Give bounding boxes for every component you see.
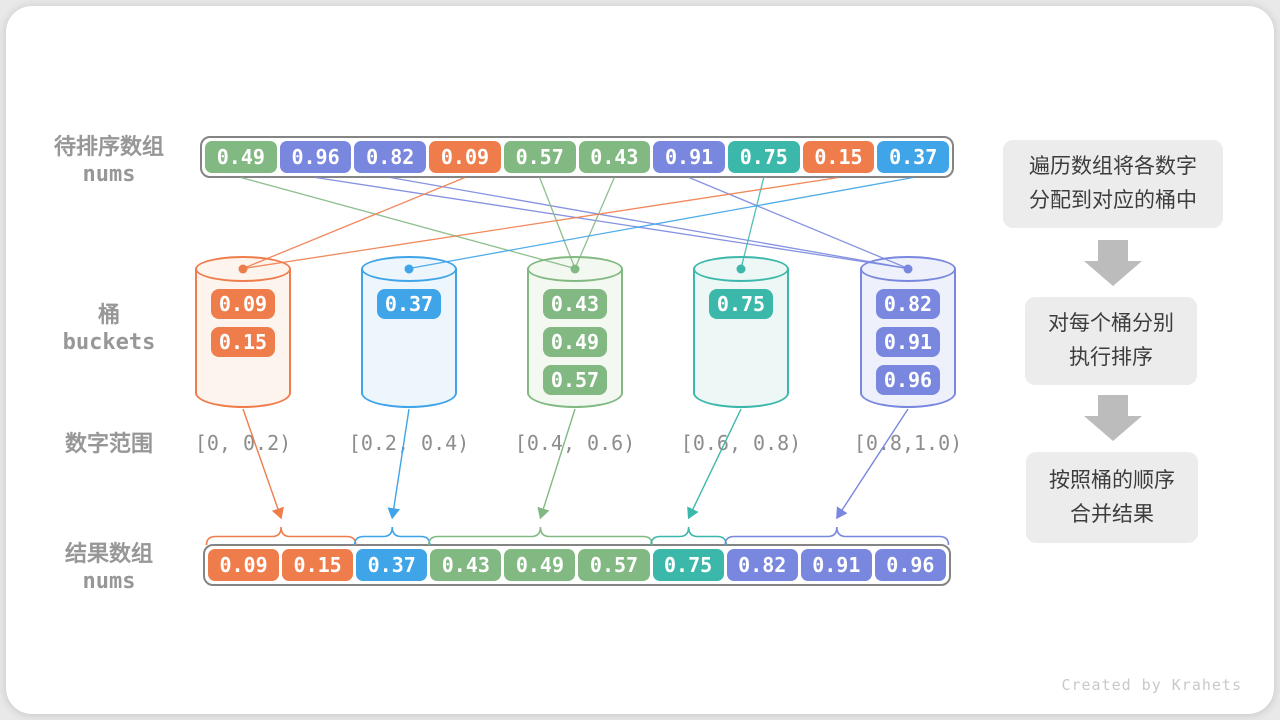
step-box-distribute: 遍历数组将各数字 分配到对应的桶中 (1003, 140, 1223, 228)
bucket-top-ellipse (527, 256, 623, 282)
bucket-value-chip: 0.15 (211, 327, 275, 357)
bucket-values: 0.43 0.49 0.57 (527, 289, 623, 395)
source-array-cell: 0.57 (503, 141, 576, 173)
bucket-value-chip: 0.09 (211, 289, 275, 319)
bucket-value-chip: 0.57 (543, 365, 607, 395)
bucket-top-ellipse (860, 256, 956, 282)
bucket-range-label: [0.4, 0.6) (514, 431, 636, 455)
result-array-label-zh: 结果数组 (64, 541, 153, 566)
watermark: Created by Krahets (1061, 676, 1242, 694)
result-array-cell: 0.57 (578, 549, 650, 581)
step-text: 遍历数组将各数字 (1029, 155, 1197, 178)
bucket-top-ellipse (693, 256, 789, 282)
step-text: 按照桶的顺序 (1049, 468, 1175, 492)
result-array-cell: 0.96 (874, 549, 946, 581)
bucket-range-label: [0.6, 0.8) (680, 431, 802, 455)
bucket-value-chip: 0.91 (876, 327, 940, 357)
source-array-cell: 0.49 (205, 141, 277, 173)
result-array-cell: 0.91 (800, 549, 872, 581)
bucket-value-chip: 0.49 (543, 327, 607, 357)
buckets-label: 桶 buckets (14, 301, 204, 357)
bucket-range-label: [0.2, 0.4) (348, 431, 470, 455)
source-array-label-zh: 待排序数组 (53, 134, 164, 159)
bucket-cylinder: 0.37 (361, 256, 457, 408)
bucket-value-chip: 0.96 (876, 365, 940, 395)
bucket-cylinder: 0.82 0.91 0.96 (860, 256, 956, 408)
result-array-cell: 0.82 (726, 549, 798, 581)
bucket-values: 0.37 (361, 289, 457, 319)
range-row-label: 数字范围 (64, 431, 153, 456)
result-array-cell: 0.43 (430, 549, 502, 581)
bucket-cylinder: 0.75 (693, 256, 789, 408)
bucket-values: 0.09 0.15 (195, 289, 291, 357)
bucket-value-chip: 0.82 (876, 289, 940, 319)
source-array-cell: 0.15 (802, 141, 875, 173)
step-box-sort: 对每个桶分别 执行排序 (1025, 297, 1197, 385)
result-array-label: 结果数组 nums (14, 540, 204, 596)
bucket-cylinder: 0.43 0.49 0.57 (527, 256, 623, 408)
bucket-cylinder: 0.09 0.15 (195, 256, 291, 408)
result-array-cell: 0.37 (356, 549, 428, 581)
source-array-cell: 0.43 (578, 141, 651, 173)
result-array-cell: 0.75 (652, 549, 724, 581)
step-text: 合并结果 (1070, 502, 1154, 526)
bucket-top-ellipse (361, 256, 457, 282)
bucket-top-ellipse (195, 256, 291, 282)
bucket-values: 0.82 0.91 0.96 (860, 289, 956, 395)
source-array-cell: 0.82 (354, 141, 427, 173)
bucket-values: 0.75 (693, 289, 789, 319)
bucket-value-chip: 0.75 (709, 289, 773, 319)
source-array-cell: 0.96 (279, 141, 352, 173)
source-array-label: 待排序数组 nums (14, 133, 204, 189)
result-array-cell: 0.49 (504, 549, 576, 581)
step-text: 对每个桶分别 (1048, 312, 1174, 335)
source-array-label-code: nums (82, 162, 136, 187)
source-array-cell: 0.37 (877, 141, 950, 173)
step-text: 分配到对应的桶中 (1029, 189, 1197, 212)
bucket-range-label: [0.8,1.0) (853, 431, 963, 455)
source-array-cell: 0.09 (429, 141, 501, 173)
bucket-value-chip: 0.43 (543, 289, 607, 319)
result-array-cell: 0.09 (208, 549, 280, 581)
step-box-merge: 按照桶的顺序 合并结果 (1026, 452, 1198, 543)
source-array-cell: 0.91 (653, 141, 725, 173)
source-array-cell: 0.75 (727, 141, 800, 173)
result-array-cell: 0.15 (282, 549, 354, 581)
buckets-label-code: buckets (62, 330, 156, 355)
bucket-range-label: [0, 0.2) (194, 431, 292, 455)
bucket-value-chip: 0.37 (377, 289, 441, 319)
step-text: 执行排序 (1069, 346, 1153, 369)
result-array-label-code: nums (82, 569, 136, 594)
buckets-label-zh: 桶 (97, 302, 120, 327)
